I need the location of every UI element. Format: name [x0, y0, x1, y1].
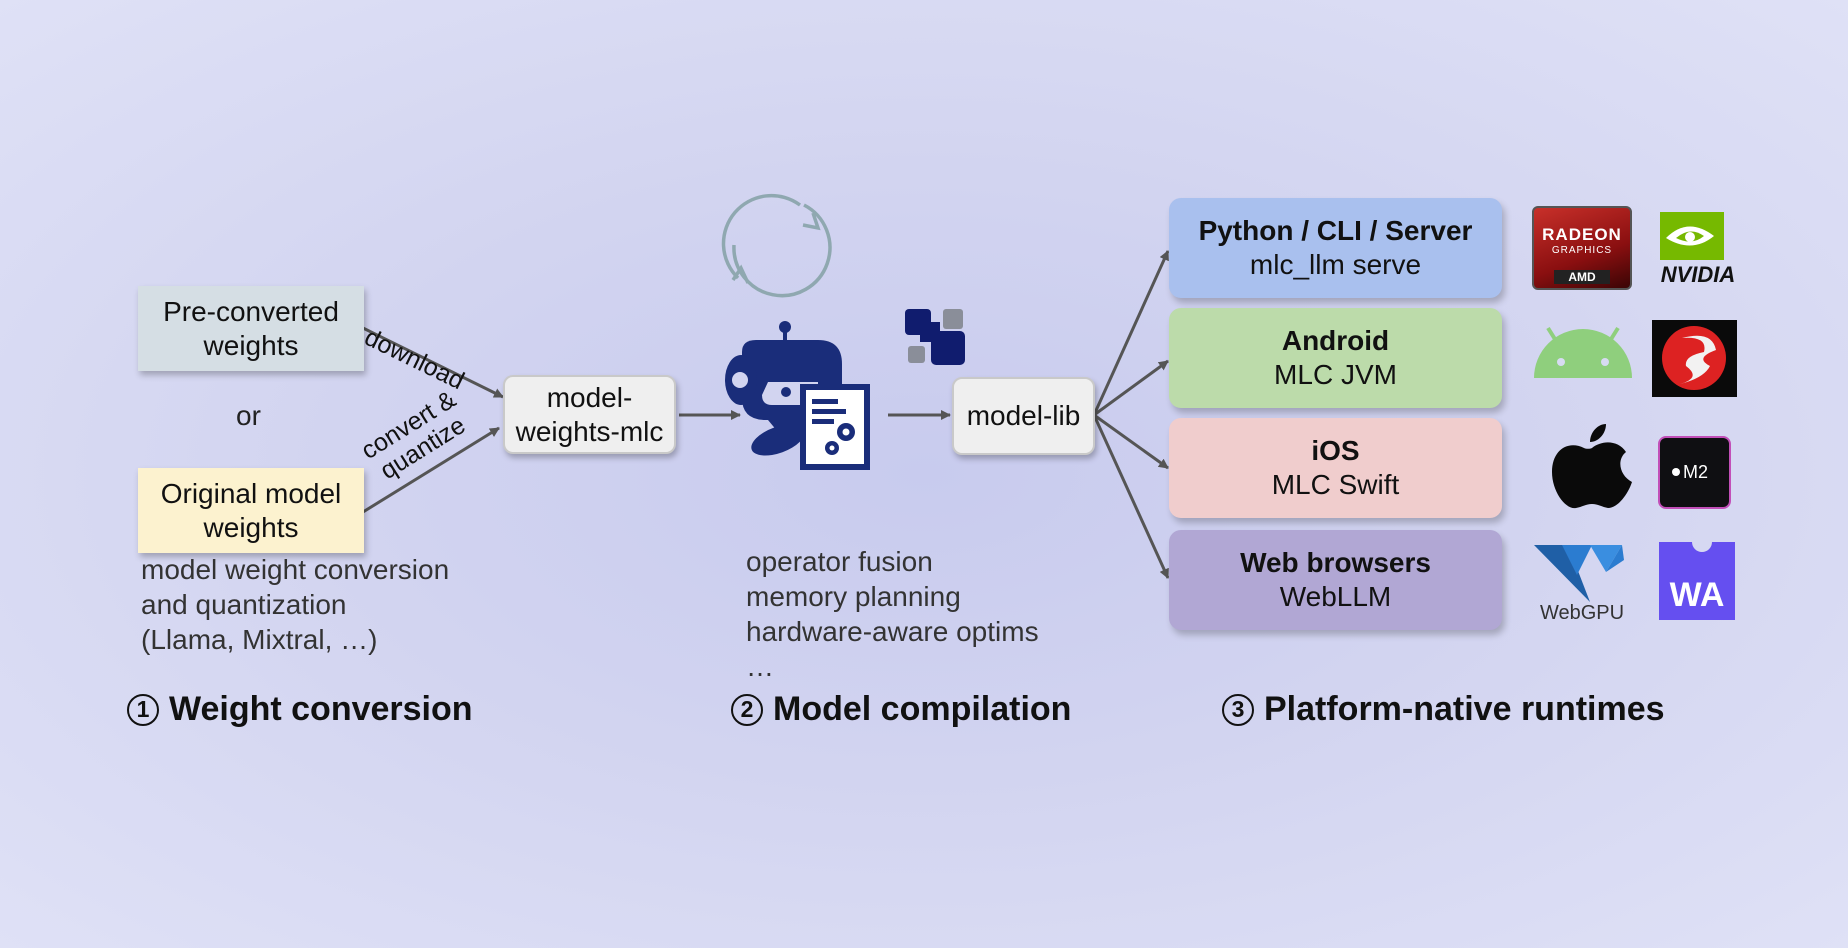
step-label: Model compilation	[773, 690, 1072, 728]
runtime-sub: mlc_llm serve	[1249, 249, 1422, 280]
step2-notes: operator fusion memory planning hardware…	[746, 544, 1039, 684]
refresh-cycle-icon	[721, 193, 832, 298]
step-number: 2	[731, 693, 763, 726]
step1-note-line: (Llama, Mixtral, …)	[141, 624, 378, 655]
runtime-sub: MLC Swift	[1271, 469, 1400, 500]
step2-note-line: operator fusion	[746, 546, 933, 577]
amd-text: AMD	[1554, 270, 1610, 284]
radeon-text: RADEON	[1542, 225, 1622, 244]
step2-note-line: memory planning	[746, 581, 961, 612]
runtime-web: Web browsers WebLLM	[1169, 530, 1502, 630]
nvidia-logo: NVIDIA	[1648, 210, 1748, 290]
runtime-sub: WebLLM	[1279, 581, 1392, 612]
runtime-title: Android	[1281, 325, 1390, 356]
runtime-sub: MLC JVM	[1274, 359, 1397, 390]
step-label: Weight conversion	[169, 690, 473, 728]
pre-converted-weights-box: Pre-converted weights	[138, 286, 364, 371]
step-weight-conversion: 1 Weight conversion	[127, 690, 473, 729]
runtime-title: Python / CLI / Server	[1198, 215, 1473, 246]
model-weights-mlc-node: model- weights-mlc	[503, 375, 676, 454]
robot-compiler-icon	[725, 321, 870, 470]
step-number: 3	[1222, 693, 1254, 726]
runtime-title: iOS	[1311, 435, 1360, 466]
arrow-convert	[362, 426, 500, 514]
step2-note-line: …	[746, 651, 774, 682]
runtime-title: Web browsers	[1240, 547, 1431, 578]
step1-note-line: and quantization	[141, 589, 347, 620]
runtime-android: Android MLC JVM	[1169, 308, 1502, 408]
m2-text: M2	[1683, 462, 1709, 482]
nvidia-text: NVIDIA	[1660, 262, 1736, 287]
runtime-python: Python / CLI / Server mlc_llm serve	[1169, 198, 1502, 298]
radeon-logo: RADEON GRAPHICS AMD	[1532, 206, 1632, 290]
blocks-logo-icon	[905, 309, 965, 365]
step2-note-line: hardware-aware optims	[746, 616, 1039, 647]
step1-note-line: model weight conversion	[141, 554, 450, 585]
arrow-to-python	[1092, 250, 1170, 416]
step-label: Platform-native runtimes	[1264, 690, 1665, 728]
step-platform-runtimes: 3 Platform-native runtimes	[1222, 690, 1665, 729]
step-number: 1	[127, 693, 159, 726]
wa-text: WA	[1669, 576, 1725, 614]
arrow-to-web	[1092, 414, 1170, 579]
nvidia-eye-icon	[1660, 212, 1724, 260]
original-weights-box: Original model weights	[138, 468, 364, 553]
step-model-compilation: 2 Model compilation	[731, 690, 1071, 729]
model-lib-node: model-lib	[952, 377, 1095, 455]
arrow-to-ios	[1093, 413, 1169, 470]
or-label: or	[236, 400, 261, 431]
arrow-to-android	[1093, 359, 1169, 417]
runtime-ios: iOS MLC Swift	[1169, 418, 1502, 518]
radeon-sub-text: GRAPHICS	[1551, 245, 1613, 256]
step1-notes: model weight conversion and quantization…	[141, 552, 449, 657]
arrow-download	[362, 326, 504, 399]
webgpu-text: WebGPU	[1539, 602, 1625, 624]
